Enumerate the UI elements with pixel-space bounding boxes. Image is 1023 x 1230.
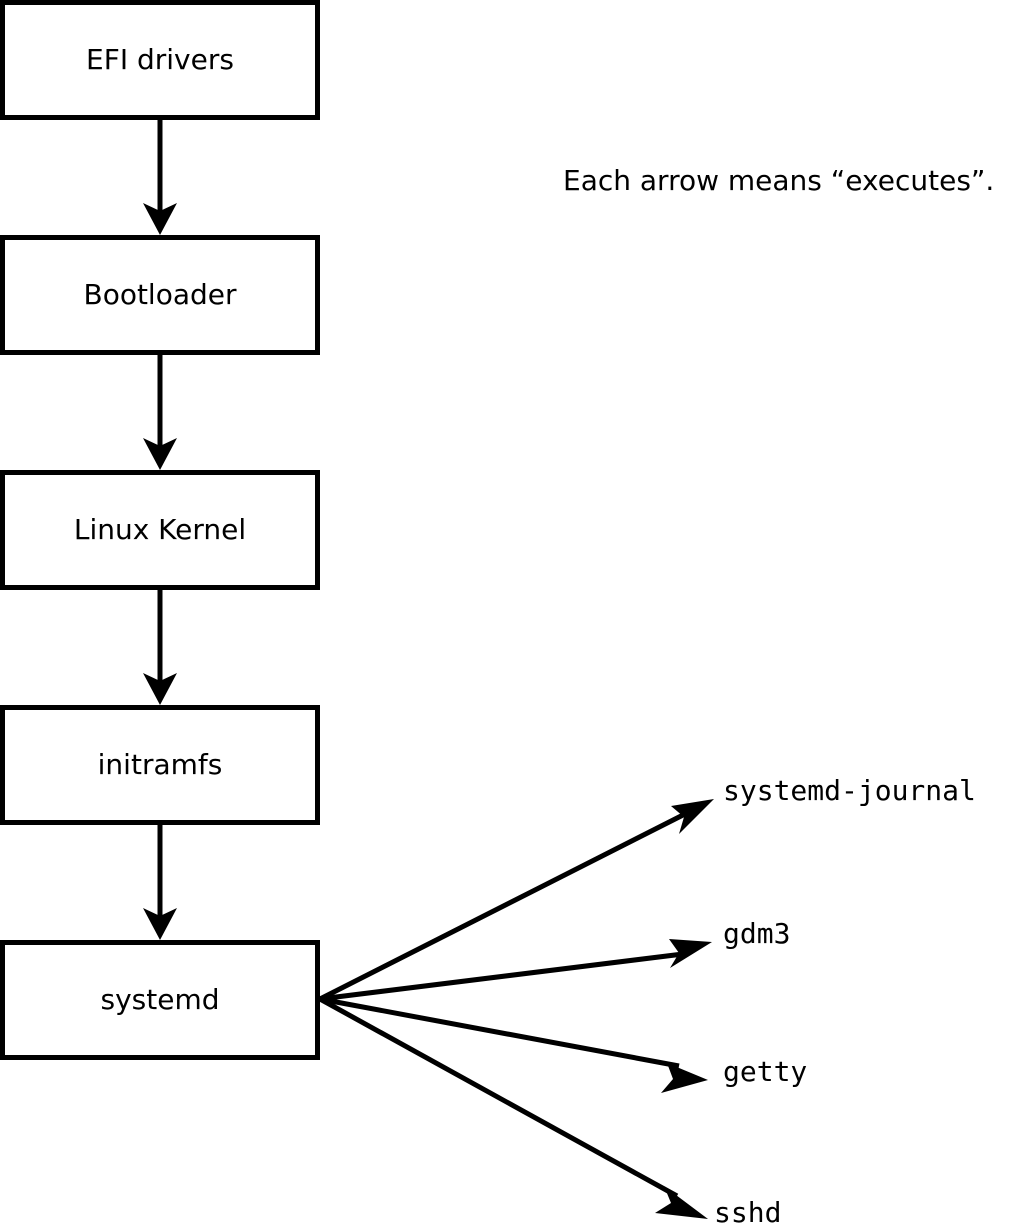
arrowhead-icon xyxy=(143,438,177,470)
arrowhead-icon xyxy=(143,673,177,705)
node-box-efi-drivers xyxy=(0,0,320,120)
edge-linux-kernel-to-initramfs xyxy=(143,589,177,705)
node-label-efi-drivers: EFI drivers xyxy=(86,43,234,76)
edge-initramfs-to-systemd xyxy=(143,824,177,940)
node-box-initramfs xyxy=(0,705,320,825)
leaf-label-getty: getty xyxy=(723,1055,807,1088)
node-label-linux-kernel: Linux Kernel xyxy=(74,513,246,546)
leaf-label-sshd: sshd xyxy=(714,1196,781,1229)
edge-systemd-to-sshd xyxy=(318,996,708,1219)
node-label-systemd: systemd xyxy=(101,983,220,1016)
node-systemd[interactable]: systemd xyxy=(0,940,320,1060)
edge-line xyxy=(319,951,684,1002)
node-box-systemd xyxy=(0,940,320,1060)
leaf-label-gdm3: gdm3 xyxy=(723,917,790,950)
arrowhead-icon xyxy=(661,1063,708,1093)
edge-systemd-to-getty xyxy=(319,996,708,1093)
node-bootloader[interactable]: Bootloader xyxy=(0,235,320,355)
edge-line xyxy=(318,811,687,1002)
arrowhead-icon xyxy=(671,799,714,834)
arrowhead-icon xyxy=(143,908,177,940)
node-efi-drivers[interactable]: EFI drivers xyxy=(0,0,320,120)
node-linux-kernel[interactable]: Linux Kernel xyxy=(0,470,320,590)
node-label-bootloader: Bootloader xyxy=(83,278,237,311)
node-label-initramfs: initramfs xyxy=(98,748,223,781)
arrowhead-icon xyxy=(143,203,177,235)
arrowhead-icon xyxy=(655,1186,708,1219)
node-box-linux-kernel xyxy=(0,470,320,590)
leaf-label-systemd-journal: systemd-journal xyxy=(723,774,976,807)
node-box-bootloader xyxy=(0,235,320,355)
edge-line xyxy=(319,996,680,1069)
arrowhead-icon xyxy=(669,939,712,968)
diagram-caption: Each arrow means “executes”. xyxy=(563,164,994,197)
edge-systemd-to-gdm3 xyxy=(319,939,712,1002)
node-initramfs[interactable]: initramfs xyxy=(0,705,320,825)
edge-bootloader-to-linux-kernel xyxy=(143,354,177,470)
edge-systemd-to-systemd-journal xyxy=(318,799,714,1002)
edge-line xyxy=(318,996,679,1199)
edge-efi-drivers-to-bootloader xyxy=(143,119,177,235)
